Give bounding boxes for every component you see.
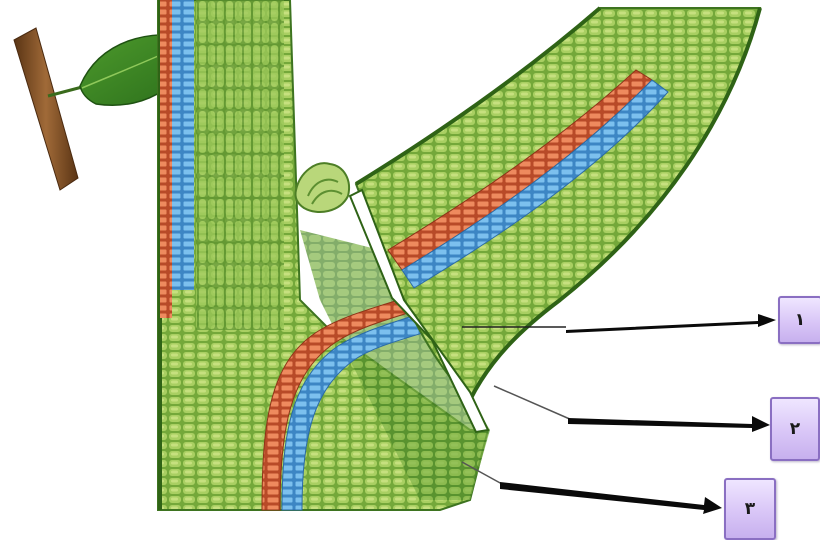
stem-cortex-column	[196, 0, 284, 330]
label-box-2: ٢	[770, 397, 820, 461]
label-box-1: ١	[778, 296, 820, 344]
main-xylem-strip	[172, 0, 194, 290]
arrow-2	[568, 416, 770, 432]
pointer-line-2	[494, 386, 572, 420]
label-text-3: ٣	[745, 499, 755, 519]
arrow-1	[566, 314, 776, 333]
axillary-bud	[295, 163, 349, 212]
main-phloem-strip	[160, 0, 172, 318]
label-text-2: ٢	[790, 419, 800, 439]
arrow-3	[500, 482, 722, 514]
label-box-3: ٣	[724, 478, 776, 540]
label-text-1: ١	[795, 310, 805, 330]
twig-bark	[14, 28, 78, 190]
